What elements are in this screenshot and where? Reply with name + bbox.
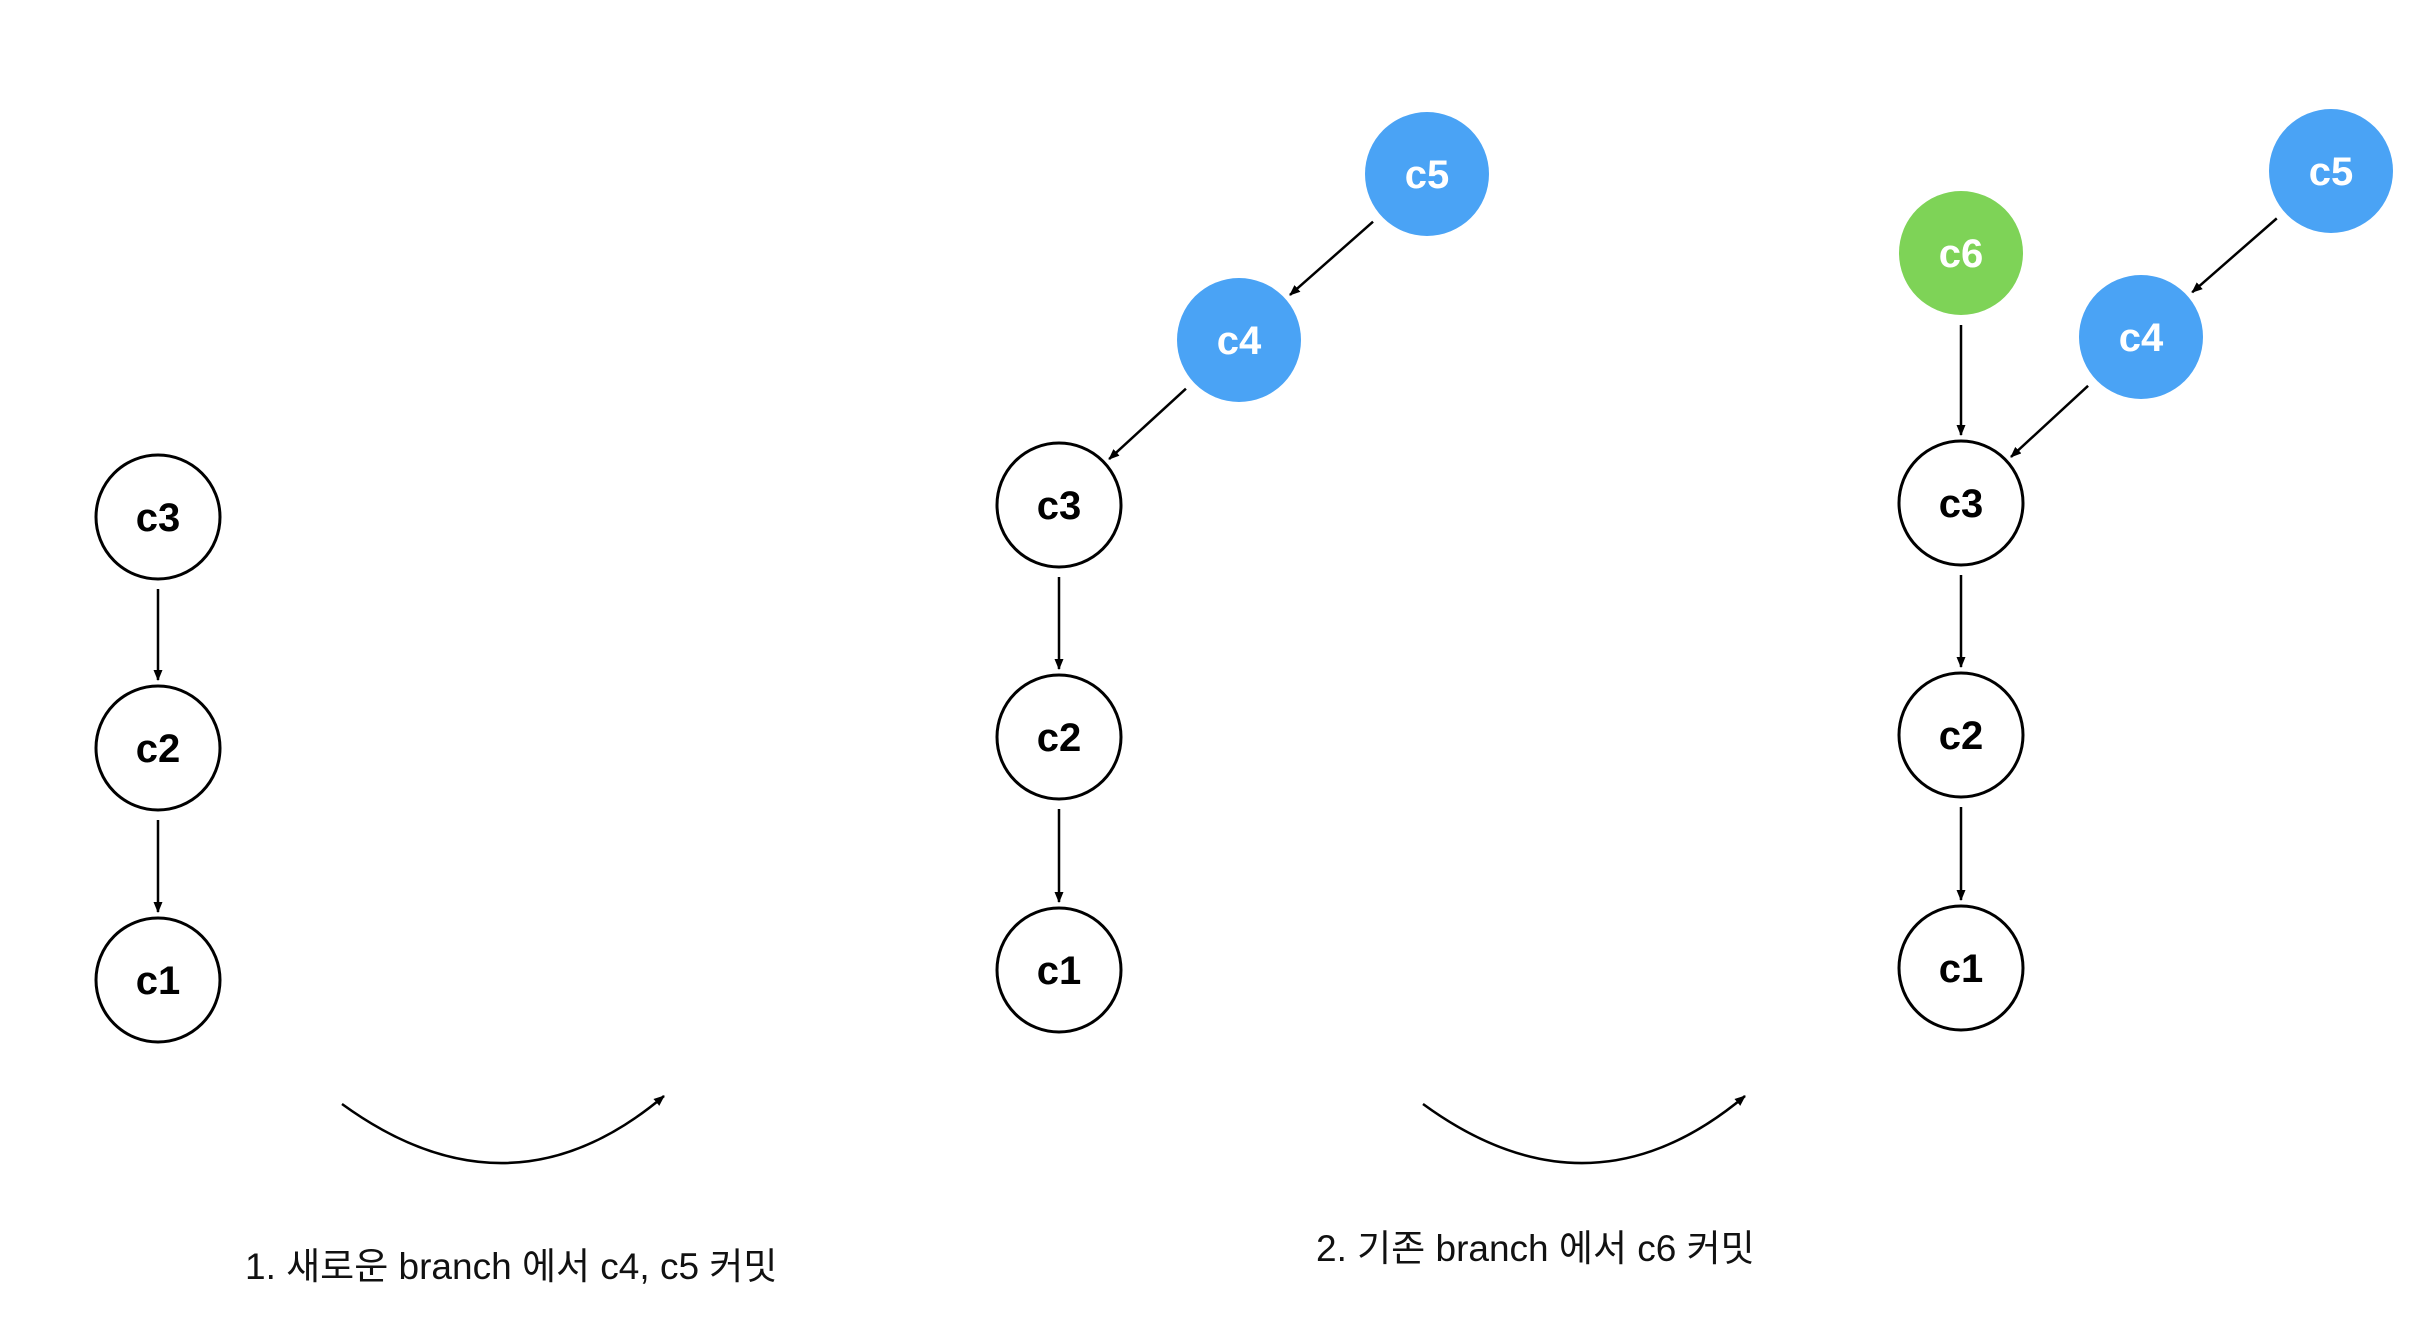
commit-label: c3: [136, 496, 181, 540]
commit-node-s2-c5: c5: [1365, 112, 1489, 236]
commit-node-s2-c3: c3: [995, 441, 1123, 569]
commit-circle: [995, 441, 1123, 569]
transition-caption-2: 2. 기존 branch 에서 c6 커밋: [1316, 1228, 1755, 1269]
commit-node-s3-c6: c6: [1899, 191, 2023, 315]
commit-circle: [1177, 278, 1301, 402]
commit-circle: [2269, 109, 2393, 233]
edge-s2-c4-to-s2-c3: [1108, 387, 1187, 460]
transition-arrow-1: [341, 1095, 665, 1165]
nodes-layer: c3 c2 c1 c5 c4 c3 c2 c1 c6 c5 c4 c3 c2 c1: [94, 109, 2393, 1044]
commit-node-s2-c4: c4: [1177, 278, 1301, 402]
commit-node-s3-c2: c2: [1897, 671, 2025, 799]
commit-circle: [94, 916, 222, 1044]
commit-label: c3: [1037, 484, 1082, 528]
commit-node-s2-c1: c1: [995, 906, 1123, 1034]
commit-label: c2: [1939, 714, 1984, 758]
commit-circle: [2079, 275, 2203, 399]
commit-node-s1-c2: c2: [94, 684, 222, 812]
commit-label: c2: [136, 727, 181, 771]
edge-s3-c4-to-s3-c3: [2010, 384, 2089, 458]
commit-circle: [1899, 191, 2023, 315]
commit-circle: [1897, 904, 2025, 1032]
transition-arrow-2: [1422, 1095, 1746, 1165]
commit-node-s1-c3: c3: [94, 453, 222, 581]
commit-label: c6: [1939, 232, 1984, 276]
commit-node-s3-c4: c4: [2079, 275, 2203, 399]
commit-circle: [94, 684, 222, 812]
commit-circle: [995, 673, 1123, 801]
commit-label: c1: [1939, 947, 1984, 991]
commit-label: c2: [1037, 716, 1082, 760]
commit-label: c5: [2309, 150, 2354, 194]
transitions-layer: [341, 1095, 1746, 1165]
edge-s2-c5-to-s2-c4: [1289, 220, 1374, 296]
commit-circle: [94, 453, 222, 581]
commit-node-s1-c1: c1: [94, 916, 222, 1044]
commit-node-s3-c1: c1: [1897, 904, 2025, 1032]
commit-label: c1: [136, 959, 181, 1003]
commit-node-s3-c5: c5: [2269, 109, 2393, 233]
commit-node-s3-c3: c3: [1897, 439, 2025, 567]
commit-node-s2-c2: c2: [995, 673, 1123, 801]
edge-s3-c5-to-s3-c4: [2191, 217, 2278, 294]
commit-label: c4: [2119, 316, 2164, 360]
edges-layer: [153, 217, 2278, 913]
commit-circle: [995, 906, 1123, 1034]
commit-label: c5: [1405, 153, 1450, 197]
commit-label: c1: [1037, 949, 1082, 993]
transition-caption-1: 1. 새로운 branch 에서 c4, c5 커밋: [245, 1246, 778, 1287]
commit-label: c3: [1939, 482, 1984, 526]
commit-circle: [1897, 671, 2025, 799]
commit-circle: [1365, 112, 1489, 236]
commit-circle: [1897, 439, 2025, 567]
commit-label: c4: [1217, 319, 1262, 363]
